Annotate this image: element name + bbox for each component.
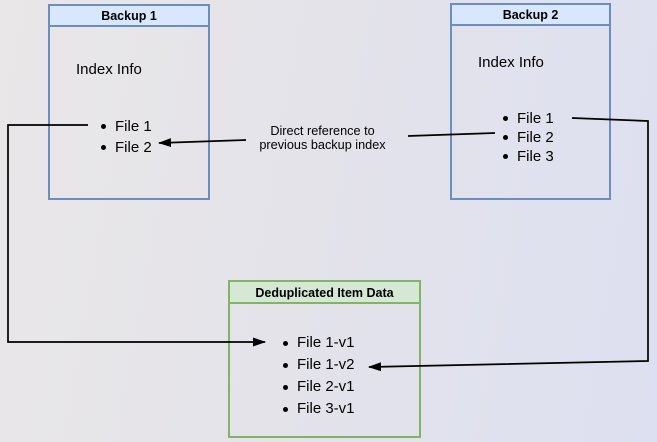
direct-reference-annotation: Direct reference to previous backup inde… [245, 124, 400, 152]
backup2-file-item: File 3 [502, 147, 554, 166]
backup2-file-item: File 2 [502, 128, 554, 147]
dedup-file-item: File 1-v2 [282, 354, 355, 376]
dedup-file-list: File 1-v1 File 1-v2 File 2-v1 File 3-v1 [282, 332, 355, 420]
deduplicated-item-data-header: Deduplicated Item Data [230, 282, 419, 304]
backup1-file-item: File 2 [100, 137, 152, 158]
backup2-file-item: File 1 [502, 109, 554, 128]
dedup-file-item: File 2-v1 [282, 376, 355, 398]
dedup-file-item: File 1-v1 [282, 332, 355, 354]
dedup-file-item: File 3-v1 [282, 398, 355, 420]
backup1-box: Backup 1 Index Info File 1 File 2 [48, 4, 210, 200]
backup2-header: Backup 2 [452, 5, 609, 26]
backup2-box: Backup 2 Index Info File 1 File 2 File 3 [450, 3, 611, 200]
backup1-header: Backup 1 [50, 6, 208, 27]
annotation-line1: Direct reference to [270, 124, 375, 138]
backup2-file-list: File 1 File 2 File 3 [502, 109, 554, 166]
deduplicated-item-data-box: Deduplicated Item Data File 1-v1 File 1-… [228, 280, 421, 438]
backup1-file-list: File 1 File 2 [100, 116, 152, 158]
backup1-index-info-label: Index Info [76, 61, 142, 78]
annotation-line2: previous backup index [259, 138, 386, 152]
backup1-file-item: File 1 [100, 116, 152, 137]
backup2-index-info-label: Index Info [478, 54, 544, 71]
